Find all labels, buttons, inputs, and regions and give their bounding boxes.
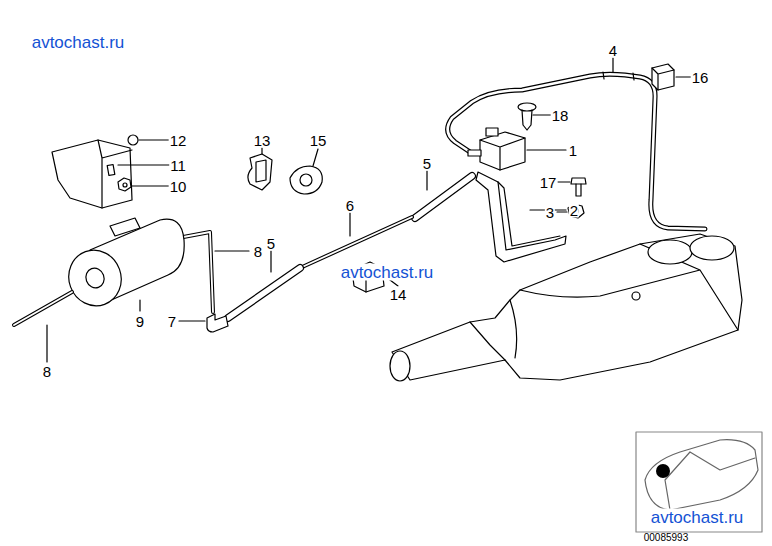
callout-number: 14 <box>389 287 408 302</box>
callout-number: 9 <box>135 314 145 329</box>
callout-number: 16 <box>691 70 710 85</box>
callout-number: 8 <box>42 364 52 379</box>
callout-number: 5 <box>422 156 432 171</box>
callout-number: 6 <box>345 198 355 213</box>
callout-number: 17 <box>539 175 558 190</box>
callout-number: 8 <box>253 244 263 259</box>
watermark: avtochast.ru <box>30 34 127 51</box>
callout-number: 10 <box>169 179 188 194</box>
callout-number: 3 <box>545 205 555 220</box>
callout-number: 13 <box>253 133 272 148</box>
watermark: avtochast.ru <box>649 509 746 526</box>
callout-number: 2 <box>569 203 579 218</box>
callout-number: 7 <box>167 314 177 329</box>
watermark: avtochast.ru <box>339 264 436 281</box>
callout-number: 1 <box>568 143 578 158</box>
drawing-number: 00085993 <box>643 533 690 543</box>
callout-number: 11 <box>169 158 187 173</box>
callout-number: 4 <box>608 43 618 58</box>
callout-number: 12 <box>169 133 188 148</box>
callout-number: 15 <box>309 133 328 148</box>
callout-number: 18 <box>551 108 570 123</box>
callout-number: 5 <box>266 236 276 251</box>
